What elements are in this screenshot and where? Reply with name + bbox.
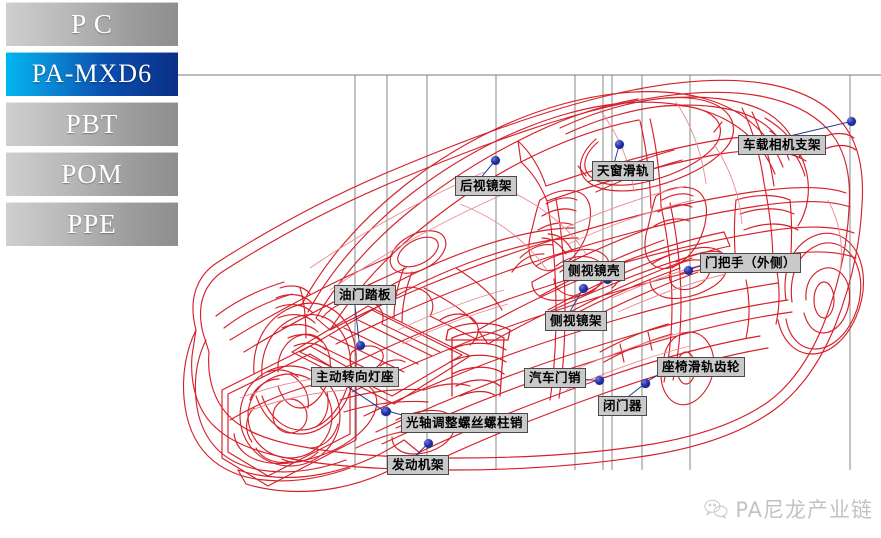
material-item-label: POM (61, 158, 123, 189)
callout-label-vehicle-camera-bracket[interactable]: 车载相机支架 (738, 135, 827, 156)
callout-label-side-mirror-shell[interactable]: 侧视镜壳 (563, 261, 626, 282)
material-item-pbt[interactable]: PBT (6, 102, 178, 146)
callout-label-accelerator-pedal[interactable]: 油门踏板 (334, 285, 397, 306)
callout-marker-dot-car-door-pin[interactable] (595, 376, 604, 385)
material-item-label: PBT (65, 108, 119, 139)
callout-label-sunroof-rail[interactable]: 天窗滑轨 (592, 161, 655, 182)
callout-marker-dot-vehicle-camera-bracket[interactable] (847, 117, 856, 126)
callout-marker-dot-door-closer[interactable] (641, 379, 650, 388)
material-item-label: P C (71, 8, 113, 39)
callout-marker-dot-optical-axis-screw-stud-pin[interactable] (382, 407, 391, 416)
callout-marker-dot-rear-view-mirror-bracket[interactable] (491, 156, 500, 165)
callout-label-door-handle-outer[interactable]: 门把手（外侧） (700, 253, 802, 274)
material-item-pa-mxd6[interactable]: PA-MXD6 (6, 52, 178, 96)
watermark-text: PA尼龙产业链 (735, 498, 873, 522)
material-item-ppe[interactable]: PPE (6, 202, 178, 246)
wechat-icon (704, 499, 728, 519)
callout-marker-dot-sunroof-rail[interactable] (615, 140, 624, 149)
watermark: PA尼龙产业链 (703, 494, 873, 524)
callout-marker-dot-engine-mount[interactable] (424, 439, 433, 448)
callout-label-seat-rail-gear[interactable]: 座椅滑轨齿轮 (657, 357, 746, 378)
callout-label-engine-mount[interactable]: 发动机架 (387, 455, 450, 476)
material-item-pc[interactable]: P C (6, 2, 178, 46)
callout-label-car-door-pin[interactable]: 汽车门销 (524, 368, 587, 389)
callout-marker-dot-accelerator-pedal[interactable] (356, 341, 365, 350)
callout-label-active-steering-lamp-base[interactable]: 主动转向灯座 (311, 367, 400, 388)
callout-label-door-closer[interactable]: 闭门器 (598, 396, 648, 417)
callout-marker-dot-side-mirror-bracket[interactable] (579, 284, 588, 293)
callout-marker-dot-door-handle-outer[interactable] (684, 266, 693, 275)
material-item-label: PA-MXD6 (31, 59, 153, 88)
callout-label-optical-axis-screw-stud-pin[interactable]: 光轴调整螺丝螺柱销 (401, 413, 529, 434)
callout-label-rear-view-mirror-bracket[interactable]: 后视镜架 (455, 176, 518, 197)
callout-label-side-mirror-bracket[interactable]: 侧视镜架 (545, 311, 608, 332)
material-item-pom[interactable]: POM (6, 152, 178, 196)
material-item-label: PPE (67, 208, 117, 239)
